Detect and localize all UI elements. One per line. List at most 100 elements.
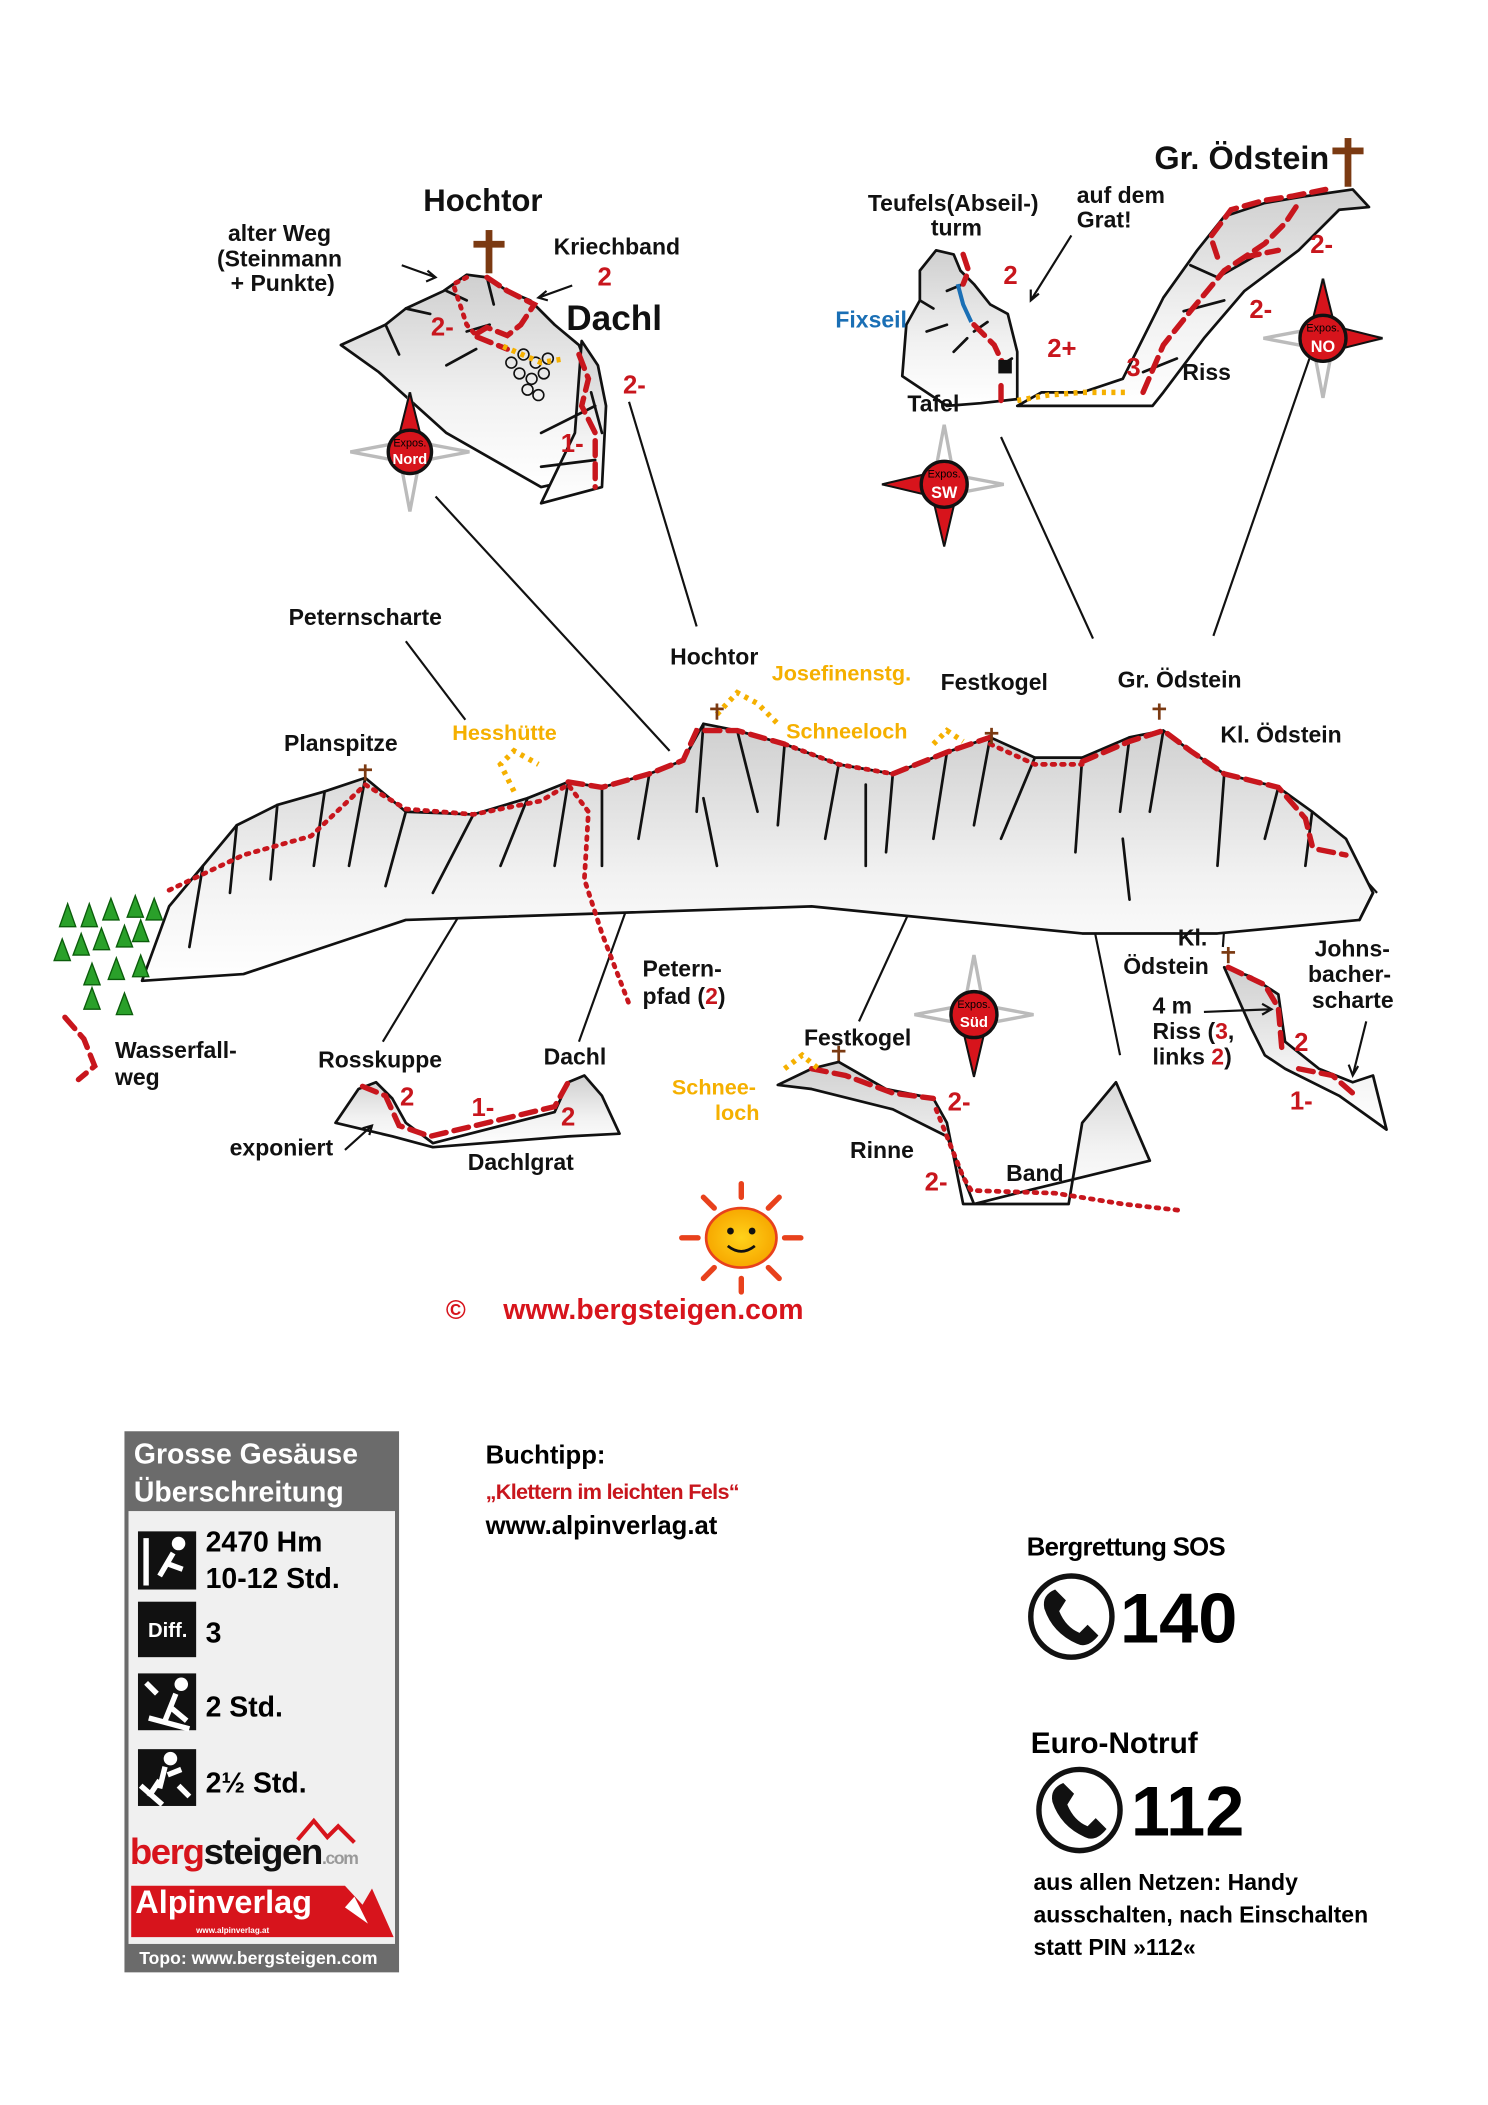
hochtor-label: Hochtor [670,643,758,669]
grade-label: 1- [561,430,584,458]
svg-text:Alpinverlag: Alpinverlag [135,1884,312,1920]
duration: 10-12 Std. [206,1563,340,1595]
kl-oedstein-detail: Kl. Ödstein Johns- bacher- scharte 4 m R… [1123,925,1394,1131]
bergsteigen-logo: bergsteigen.com [130,1817,360,1872]
grade-label: 2+ [1047,335,1076,363]
grade-label: 2 [1294,1029,1308,1057]
planspitze-label: Planspitze [284,730,398,756]
grade-label: 2 [400,1083,414,1111]
compass-dir-label: NO [1311,338,1335,356]
compass-no-icon: Expos. NO [1261,277,1385,400]
auf-dem-grat-label: auf dem Grat! [1077,182,1172,232]
fixseil-label: Fixseil [835,306,907,332]
descent-hiker-icon [137,1749,197,1807]
compass-expos-label: Expos. [393,437,426,449]
grade-label: 2- [1249,296,1272,324]
grade-label: 2- [948,1089,971,1117]
info-box: Grosse Gesäuse Überschreitung 2470 Hm 10… [124,1431,400,1973]
rinne-label: Rinne [850,1137,914,1163]
emergency-info: Bergrettung SOS 140 Euro-Notruf 112 aus … [1027,1534,1374,1960]
riss-4m-label: 4 m Riss (3, links 2) [1153,992,1241,1069]
dachlgrat-detail: Rosskuppe Dachl exponiert Dachlgrat 2 1-… [230,1044,621,1175]
climber-icon [137,1531,197,1590]
kriechband-grade: 2 [598,264,612,292]
compass-sued-icon: Expos. Süd [912,953,1036,1078]
panorama-ridge: Peternscharte Hochtor Josefinenstg. Fest… [53,604,1375,1090]
info-title: Grosse Gesäuse [134,1439,358,1471]
peternscharte-label: Peternscharte [289,604,442,630]
arrow-icon [401,264,438,283]
schneeloch-label: Schnee- loch [672,1074,762,1125]
compass-sw-icon: Expos. SW [881,423,1006,547]
svg-text:bergsteigen.com: bergsteigen.com [130,1831,358,1872]
grade-label: 2- [623,372,646,400]
tafel-label: Tafel [907,390,959,416]
arrow-icon [344,1123,374,1151]
hesshuette-label: Hesshütte [452,720,557,745]
bergrettung-label: Bergrettung SOS [1027,1534,1226,1562]
festkogel-label: Festkogel [941,669,1048,695]
hochtor-title: Hochtor [423,183,542,218]
grade-label: 2- [925,1168,948,1196]
josefinensteig-label: Josefinenstg. [772,661,911,686]
riss-label: Riss [1182,359,1231,385]
summit-cross-icon [358,703,1236,1062]
gr-oedstein-label: Gr. Ödstein [1118,666,1242,692]
compass-dir-label: SW [931,484,958,502]
grade-label: 2- [1310,231,1333,259]
band-label: Band [1006,1160,1063,1186]
festkogel-detail: Festkogel Schnee- loch Rinne Band 2- 2- … [672,953,1187,1214]
kl-oedstein-label: Kl. Ödstein [1123,925,1213,979]
approach-time: 2 Std. [206,1692,283,1724]
fixseil-line [955,283,974,323]
alter-weg-label: alter Weg (Steinmann + Punkte) [217,220,349,296]
euro-notruf-label: Euro-Notruf [1031,1727,1198,1760]
festkogel-label: Festkogel [804,1025,911,1051]
arrow-icon [1203,1002,1274,1016]
rosskuppe-label: Rosskuppe [318,1046,442,1072]
hochtor-detail: Hochtor alter Weg (Steinmann + Punkte) K… [217,183,680,514]
summit-cross-icon [485,230,493,274]
compass-dir-label: Nord [393,452,428,468]
svg-text:www.alpinverlag.at: www.alpinverlag.at [195,1926,269,1935]
book-url[interactable]: www.alpinverlag.at [485,1512,718,1540]
approach-hiker-icon [137,1673,197,1732]
copyright-url: www.bergsteigen.com [502,1294,803,1326]
compass-expos-label: Expos. [957,999,990,1011]
descent-time: 2½ Std. [206,1767,307,1799]
grade-label: 2 [1003,262,1017,290]
phone-icon [1036,1766,1123,1854]
phone-icon [1028,1573,1115,1660]
height-gain: 2470 Hm [206,1527,323,1559]
topo-credit: Topo: www.bergsteigen.com [139,1948,377,1968]
dachl-label: Dachl [544,1044,607,1070]
arrow-icon [1029,234,1073,303]
book-tip-label: Buchtipp: [486,1442,606,1470]
euro-notruf-note: aus allen Netzen: Handy ausschalten, nac… [1033,1869,1374,1960]
dachlgrat-label: Dachlgrat [468,1149,574,1175]
tafel-sign-icon [998,359,1012,374]
kl-oedstein-label: Kl. Ödstein [1220,722,1341,748]
diff-icon [137,1601,197,1658]
compass-expos-label: Expos. [1306,322,1339,334]
exponiert-label: exponiert [230,1134,334,1160]
wasserfallweg-label: Wasserfall- weg [114,1037,243,1090]
compass-nord-icon: Expos. Nord [348,390,472,514]
peternpfad-label: Petern- pfad (2) [643,956,729,1009]
gr-oedstein-title: Gr. Ödstein [1154,140,1329,176]
arrow-icon [1347,1021,1368,1079]
diff-label: Diff. [148,1620,187,1642]
book-title: „Klettern im leichten Fels“ [486,1479,739,1504]
forest-icon [53,893,164,1016]
kriechband-label: Kriechband [554,233,680,259]
compass-expos-label: Expos. [928,469,961,481]
alpinverlag-logo: Alpinverlag www.alpinverlag.at [131,1884,394,1938]
info-title: Überschreitung [134,1477,344,1509]
grade-label: 3 [1126,354,1140,382]
bergrettung-number: 140 [1120,1578,1237,1657]
euro-notruf-number: 112 [1131,1772,1244,1851]
arrow-icon [536,284,573,302]
oedstein-detail: Gr. Ödstein Teufels(Abseil-) turm auf de… [835,138,1385,547]
schneeloch-label: Schneeloch [786,719,907,744]
